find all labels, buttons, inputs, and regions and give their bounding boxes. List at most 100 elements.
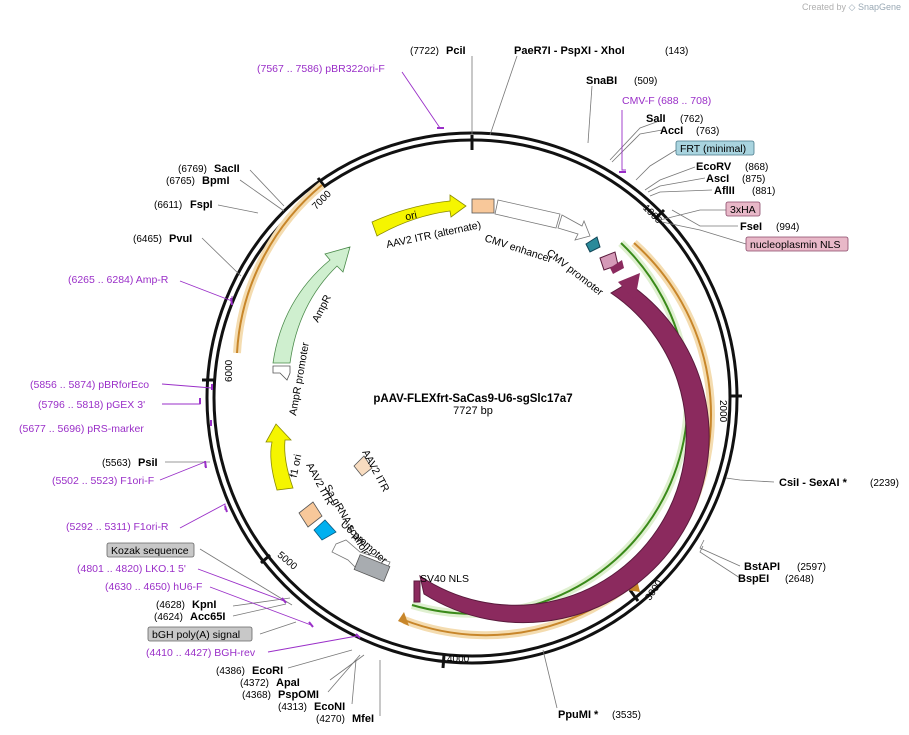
site-mfei-name: MfeI [352,713,374,725]
site-ecorv-pos: (868) [745,162,768,173]
site-apai-pos: (4372) [240,678,269,689]
site-bstapi-name: BstAPI [744,561,780,573]
ampr-arrow [272,246,351,364]
site-acci-name: AccI [660,125,683,137]
site-fsei-pos: (994) [776,222,799,233]
cmv-promoter-arrow [557,214,591,241]
site-kpni-pos: (4628) [156,600,185,611]
primer-cmvf: CMV-F (688 .. 708) [622,95,711,107]
box-kozak [106,542,195,558]
site-econi-pos: (4313) [278,702,307,713]
site-ecori-pos: (4386) [216,666,245,677]
sacas9-arrow [419,282,710,624]
site-pcil-name: PciI [446,45,466,57]
scale-ticks [202,177,742,669]
primer-pbrforeco: (5856 .. 5874) pBRforEco [30,379,149,391]
plasmid-length: 7727 bp [453,405,493,417]
tick-2000: 2000 [717,400,728,423]
site-bstapi-pos: (2597) [797,562,826,573]
site-aflii-pos: (881) [752,186,775,197]
cmv-promoter-label: CMV promoter [544,247,606,299]
aav2-itr-alt-box [471,198,495,214]
ampr-promoter-arrow [272,365,291,381]
box-nls [745,236,849,252]
site-psii-pos: (5563) [102,458,131,469]
primer-ampr: (6265 .. 6284) Amp-R [68,274,169,286]
primer-marks [199,127,626,639]
orange-arc-3 [236,184,323,354]
box-nls-label: nucleoplasmin NLS [750,239,840,251]
site-bspei-name: BspEI [738,573,769,585]
site-psii-name: PsiI [138,457,158,469]
site-acci-pos: (763) [696,126,719,137]
site-kpni-name: KpnI [192,599,216,611]
site-acc65i-pos: (4624) [154,612,183,623]
site-pvui-pos: (6465) [133,234,162,245]
bgh-polya-block [353,554,391,582]
site-aflii-name: AflII [714,185,735,197]
cmv-enhancer-box [494,199,561,229]
site-pspomi-pos: (4368) [242,690,271,701]
box-bgh-label: bGH poly(A) signal [152,629,240,641]
aav2-itr-2-box [353,455,373,477]
site-ppumi-name: PpuMI * [558,709,599,721]
primer-hu6f: (4630 .. 4650) hU6-F [105,581,202,593]
box-3xha [725,201,761,217]
site-fsei-name: FseI [740,221,762,233]
nls-block [610,260,624,274]
site-ppumi-pos: (3535) [612,710,641,721]
site-fspi-pos: (6611) [154,200,182,211]
box-frt [675,140,755,156]
site-csii-name: CsiI - SexAI * [779,477,848,489]
sa-grna-scaffold-arrow [313,519,337,541]
primer-bghrev: (4410 .. 4427) BGH-rev [146,647,256,659]
site-bpmi-name: BpmI [202,175,230,187]
snapgene-watermark: Created by ◇ SnapGene [802,2,901,13]
tick-6000: 6000 [224,359,235,382]
site-sacii-name: SacII [214,163,240,175]
plasmid-title: pAAV-FLEXfrt-SaCas9-U6-sgSlc17a7 [373,393,572,405]
site-sali-name: SalI [646,113,666,125]
site-asci-name: AscI [706,173,729,185]
site-csii-pos: (2239) [870,478,899,489]
primer-lko15: (4801 .. 4820) LKO.1 5' [77,563,186,575]
primer-pbr322ori: (7567 .. 7586) pBR322ori-F [257,63,385,75]
frt-block [585,236,601,253]
box-3xha-label: 3xHA [730,204,756,216]
ori-label: ori [404,209,418,223]
site-paer7i-name: PaeR7I - PspXI - XhoI [514,45,625,57]
site-sacii-pos: (6769) [178,164,207,175]
primer-pgex3: (5796 .. 5818) pGEX 3' [38,399,145,411]
site-snabi-pos: (509) [634,76,657,87]
cmv-enhancer-label: CMV enhancer [483,232,554,265]
primer-f1orif: (5502 .. 5523) F1ori-F [52,475,154,487]
ori-arrow [371,194,467,237]
orange-arc-2-head [398,612,409,626]
site-sali-pos: (762) [680,114,703,125]
site-pcil-pos: (7722) [410,46,439,57]
watermark-prefix: Created by [801,2,846,12]
sv40-nls-label: SV40 NLS [420,573,469,585]
box-kozak-label: Kozak sequence [111,545,189,557]
site-pspomi-name: PspOMI [278,689,319,701]
site-asci-pos: (875) [742,174,765,185]
tick-4000: 4000 [447,654,470,665]
site-ecori-name: EcoRI [252,665,283,677]
site-bspei-pos: (2648) [785,574,814,585]
site-apai-name: ApaI [276,677,300,689]
watermark-brand: SnapGene [857,2,901,12]
site-mfei-pos: (4270) [316,714,345,725]
snapgene-logo-icon: ◇ [848,2,856,12]
f1-ori-label: f1 ori [288,453,305,478]
box-bgh [147,626,253,642]
primer-f1orir: (5292 .. 5311) F1ori-R [66,521,169,533]
primer-prsmarker: (5677 .. 5696) pRS-marker [19,423,144,435]
ampr-label: AmpR [310,293,334,325]
site-ecorv-name: EcoRV [696,161,732,173]
box-frt-label: FRT (minimal) [680,143,746,155]
site-fspi-name: FspI [190,199,213,211]
site-leaders [165,55,775,716]
site-snabi-name: SnaBI [586,75,617,87]
site-bpmi-pos: (6765) [166,176,195,187]
